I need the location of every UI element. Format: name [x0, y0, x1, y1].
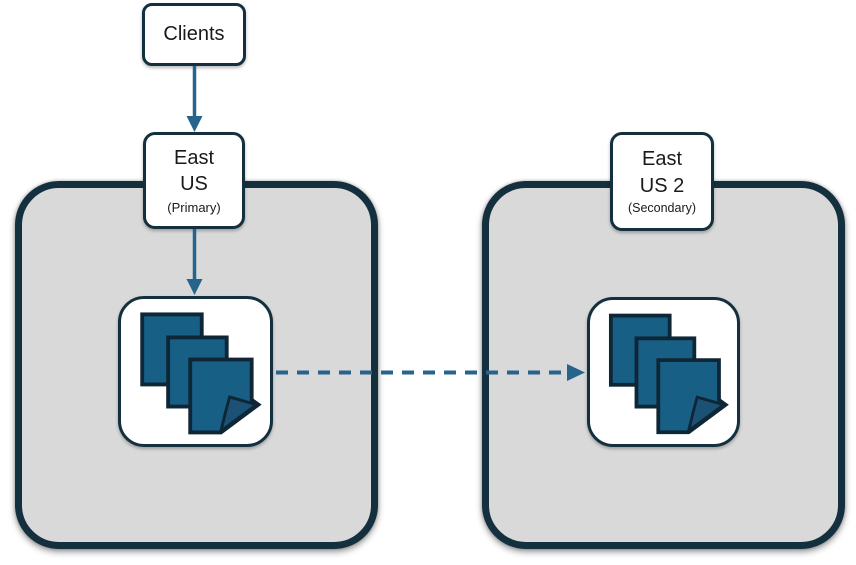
clients-label: Clients [163, 23, 225, 45]
east-us-primary-label-box: East US (Primary) [143, 132, 245, 229]
primary-documents-box [118, 296, 273, 447]
region-role-label: (Primary) [167, 199, 221, 215]
region-name-line2: US 2 [639, 174, 685, 197]
region-role-label: (Secondary) [627, 201, 697, 216]
region-name-line1: East [173, 147, 215, 170]
clients-to-primary-arrow [186, 66, 203, 132]
secondary-documents-box [587, 297, 740, 447]
region-name-line2: US [180, 173, 208, 196]
documents-stack-icon [608, 313, 728, 435]
region-name-line1: East [641, 148, 683, 171]
documents-stack-icon [140, 312, 261, 435]
clients-box: Clients [142, 3, 246, 66]
east-us-2-secondary-label-box: East US 2 (Secondary) [610, 132, 714, 231]
